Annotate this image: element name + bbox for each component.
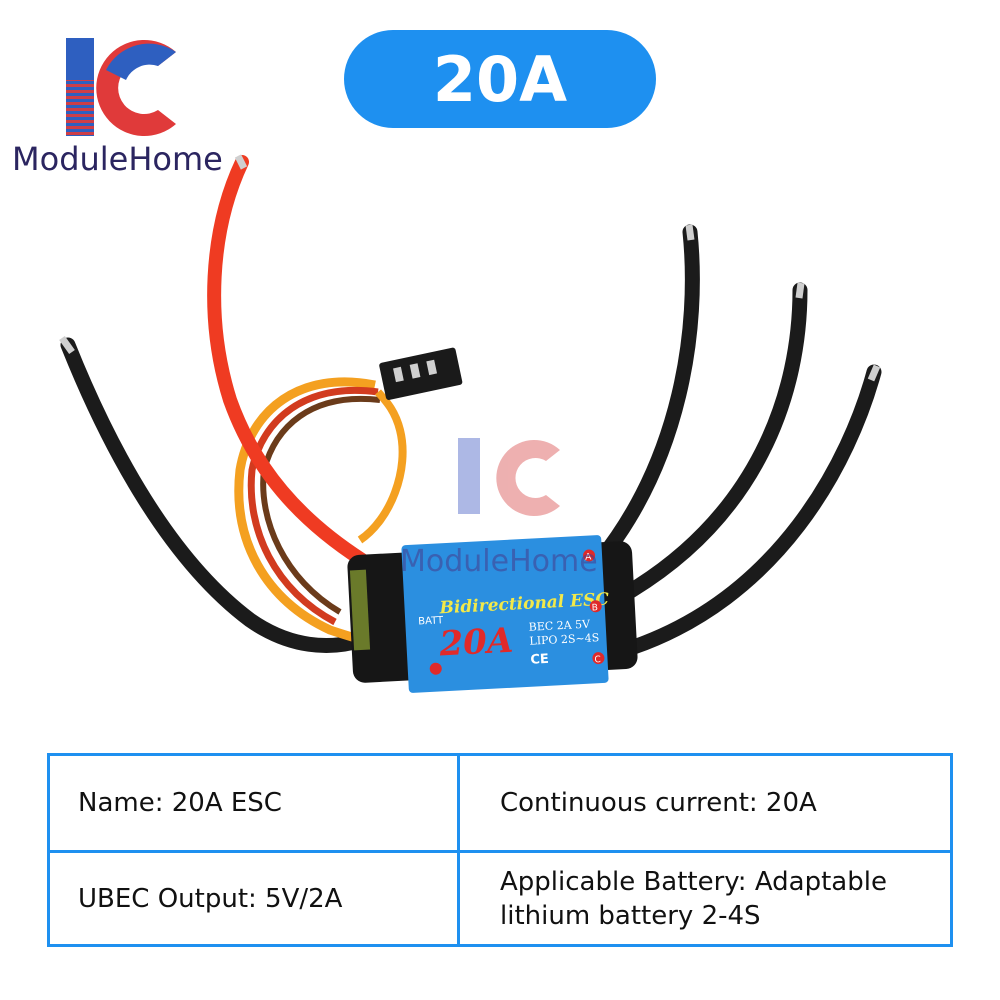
spec-table: Name: 20A ESC Continuous current: 20A UB…: [47, 753, 953, 947]
spec-continuous-current: Continuous current: 20A: [457, 756, 950, 850]
red-power-wire: [207, 155, 369, 567]
label-bec: BEC 2A 5V: [528, 618, 591, 634]
rating-badge-label: 20A: [432, 42, 568, 116]
motor-wire-a: [592, 224, 700, 568]
label-rating: 20A: [437, 621, 514, 665]
label-batt: BATT: [418, 615, 444, 627]
pad-b: B: [592, 603, 599, 613]
watermark-brand: ModuleHome: [400, 544, 598, 579]
spec-ubec-output: UBEC Output: 5V/2A: [50, 850, 457, 944]
signal-wire-loop: [234, 377, 376, 645]
left-black-wire: [60, 337, 370, 653]
pad-a: A: [585, 552, 593, 562]
servo-connector: [379, 347, 463, 400]
esc-product-image: Bidirectional ESC 20A BEC 2A 5V LIPO 2S~…: [59, 154, 882, 693]
rating-badge: 20A: [344, 30, 656, 128]
watermark-logo-icon: [458, 438, 560, 516]
pad-c: C: [594, 655, 601, 665]
esc-label: [401, 535, 609, 693]
motor-wire-b: [607, 282, 808, 608]
ic-logo-icon: [66, 38, 176, 136]
label-ce: CE: [530, 652, 549, 668]
brand-name: ModuleHome: [12, 140, 223, 178]
spec-name: Name: 20A ESC: [78, 788, 282, 818]
spec-applicable-battery: Applicable Battery: Adaptable lithium ba…: [457, 850, 950, 944]
label-lipo: LIPO 2S~4S: [529, 631, 599, 648]
motor-wire-c: [617, 364, 882, 658]
